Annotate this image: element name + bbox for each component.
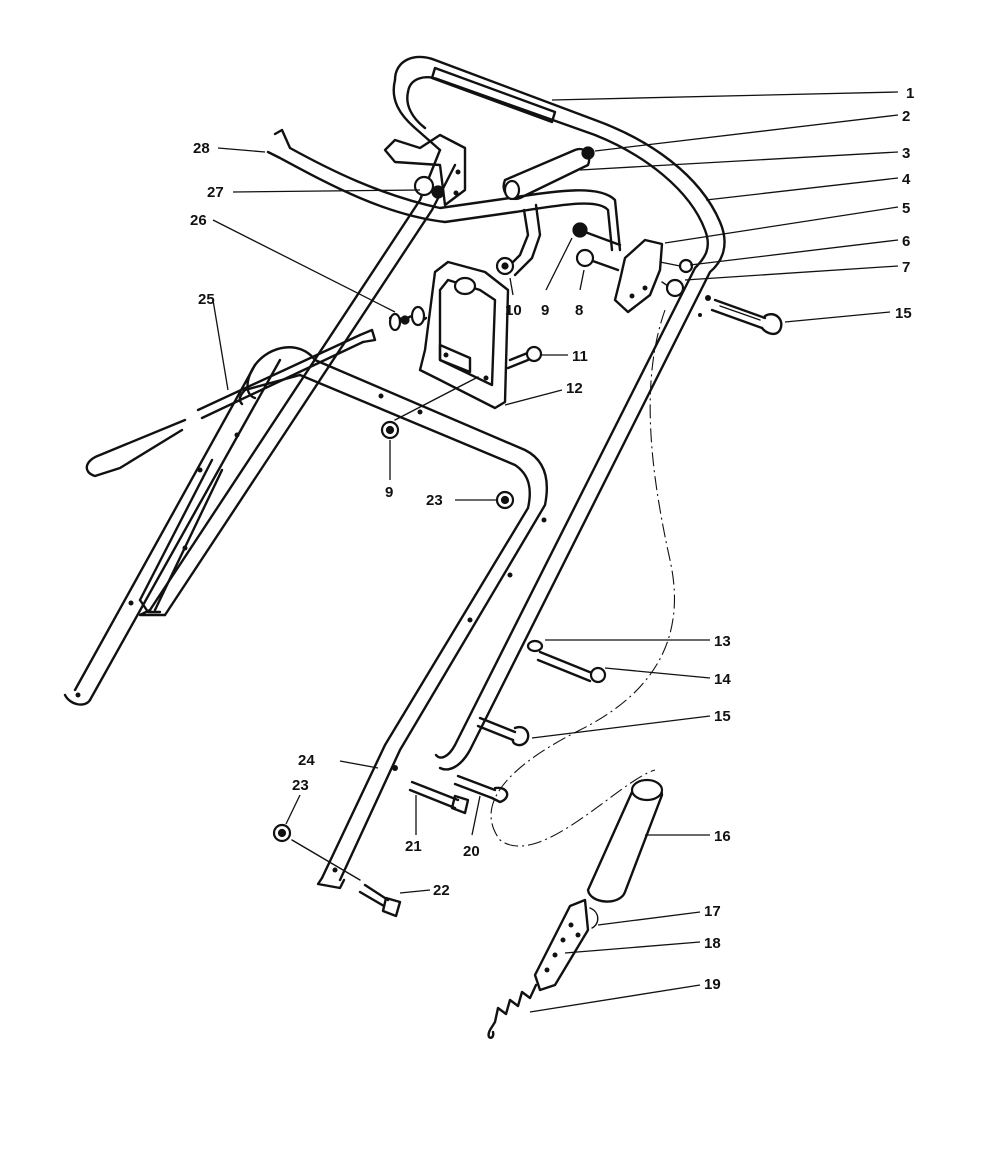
nut-23-lower: [272, 823, 361, 881]
callout-12: 12: [566, 380, 583, 397]
washer-10: [495, 256, 515, 276]
bolt-14: [536, 650, 607, 684]
nut-9-lower: [380, 420, 400, 440]
callout-5: 5: [902, 200, 910, 217]
leader-lines: [212, 91, 899, 1013]
starter-grip: [586, 778, 664, 903]
callout-13: 13: [714, 633, 731, 650]
nut-23-upper: [495, 490, 515, 510]
callout-17: 17: [704, 903, 721, 920]
callout-25: 25: [198, 291, 215, 308]
callout-15-lower: 15: [714, 708, 731, 725]
starter-cable-path: [490, 309, 675, 847]
callout-8: 8: [575, 302, 583, 319]
callout-23-upper: 23: [426, 492, 443, 509]
knob-bolt: [506, 345, 543, 370]
callout-15-upper: 15: [895, 305, 912, 322]
bolt-20: [453, 774, 509, 804]
callout-24: 24: [298, 752, 315, 769]
throttle-rod: [85, 305, 428, 478]
bolt-22: [358, 883, 402, 918]
lower-handle: [63, 346, 548, 890]
callout-9-upper: 9: [541, 302, 549, 319]
cable-bracket: [572, 222, 694, 314]
callout-10: 10: [505, 302, 522, 319]
callout-16: 16: [714, 828, 731, 845]
callout-6: 6: [902, 233, 910, 250]
callout-18: 18: [704, 935, 721, 952]
callout-11: 11: [572, 348, 588, 365]
rope-guide: [533, 898, 599, 992]
upper-handle: [138, 55, 726, 771]
grip-tube: [502, 146, 595, 201]
control-panel: [394, 260, 510, 421]
callout-labels: 1 2 3 4 5 6 7 15 28 27 26 25 10 9 8 11 1…: [190, 85, 914, 993]
bolt-lower: [476, 716, 530, 747]
callout-23-lower: 23: [292, 777, 309, 794]
spring: [487, 983, 538, 1039]
callout-21: 21: [405, 838, 422, 855]
callout-28: 28: [193, 140, 210, 157]
control-bail: [266, 128, 622, 277]
callout-20: 20: [463, 843, 480, 860]
callout-2: 2: [902, 108, 910, 125]
callout-14: 14: [714, 671, 731, 688]
callout-26: 26: [190, 212, 207, 229]
callout-27: 27: [207, 184, 224, 201]
bolt-21: [408, 780, 470, 815]
bolt-upper: [710, 298, 783, 336]
callout-3: 3: [902, 145, 910, 162]
callout-22: 22: [433, 882, 450, 899]
callout-9-lower: 9: [385, 484, 393, 501]
callout-19: 19: [704, 976, 721, 993]
washer-13: [526, 639, 544, 653]
callout-1: 1: [906, 85, 914, 102]
callout-7: 7: [902, 259, 910, 276]
callout-4: 4: [902, 171, 911, 188]
